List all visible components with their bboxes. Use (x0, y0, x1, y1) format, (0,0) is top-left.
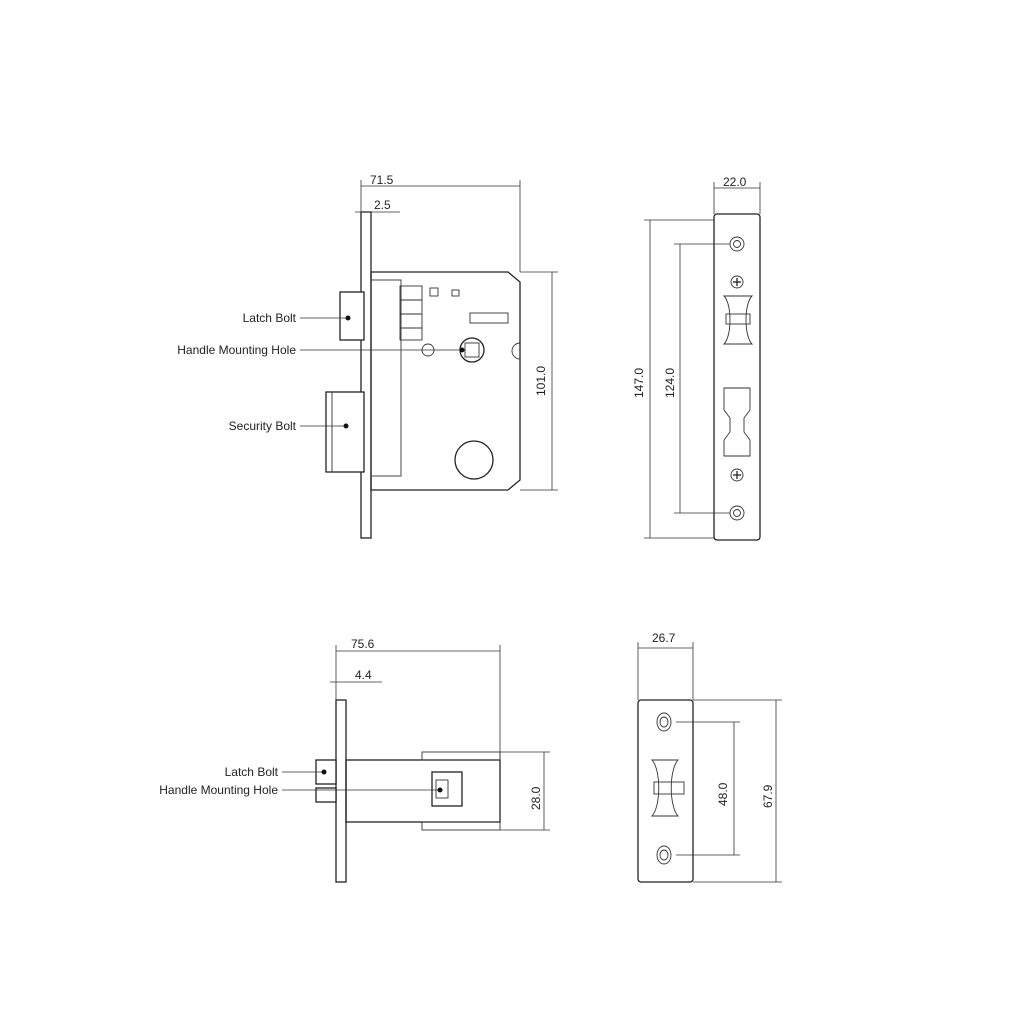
mortise-latch-bolt (339, 291, 365, 341)
mortise-inner-frame (370, 279, 402, 477)
mortise-lock-case (370, 271, 521, 491)
faceplate-security-opening (723, 387, 751, 457)
tubular-faceplate-thickness-dim: 4.4 (355, 668, 372, 682)
mortise-faceplate-thickness-dim: 2.5 (374, 198, 391, 212)
tubular-latch-bolt-label: Latch Bolt (225, 765, 279, 779)
latch-faceplate-plate (637, 699, 694, 883)
mortise-faceplate-width-dim: 22.0 (723, 175, 747, 189)
tubular-spindle-hole (431, 771, 463, 807)
latch-bolt-housing (399, 285, 423, 341)
mortise-depth-dim: 71.5 (370, 173, 394, 187)
mortise-faceplate-edge (360, 211, 372, 539)
tubular-height-dim: 28.0 (529, 786, 543, 810)
mortise-faceplate-height-dim: 147.0 (632, 368, 646, 398)
mortise-cylinder-hole (454, 440, 494, 480)
latch-faceplate-front-view: 26.7 48.0 67.9 (637, 631, 782, 883)
tubular-handle-hole-label: Handle Mounting Hole (159, 783, 278, 797)
tubular-depth-dim: 75.6 (351, 637, 375, 651)
latch-faceplate-height-dim: 67.9 (761, 784, 775, 808)
latch-faceplate-bolt-opening (650, 759, 680, 817)
faceplate-latch-opening (722, 295, 754, 345)
mortise-faceplate-hole-spacing-dim: 124.0 (663, 368, 677, 398)
tubular-latch-body (345, 759, 501, 823)
latch-faceplate-hole-spacing-dim: 48.0 (716, 782, 730, 806)
latch-faceplate-width-dim: 26.7 (652, 631, 676, 645)
mortise-faceplate-front-view: 22.0 147.0 124.0 (632, 175, 761, 541)
mortise-latch-bolt-label: Latch Bolt (243, 311, 297, 325)
mortise-height-dim: 101.0 (534, 366, 548, 396)
mortise-security-bolt-label: Security Bolt (229, 419, 297, 433)
mortise-faceplate-plate (713, 213, 761, 541)
mortise-lock-side-view: 71.5 2.5 101.0 Latch Bolt Handle Mountin… (177, 173, 558, 539)
tubular-faceplate-edge (335, 699, 347, 883)
tubular-latch-side-view: 75.6 4.4 28.0 Latch Bolt Handle Mounting… (159, 637, 550, 883)
mortise-handle-hole-label: Handle Mounting Hole (177, 343, 296, 357)
